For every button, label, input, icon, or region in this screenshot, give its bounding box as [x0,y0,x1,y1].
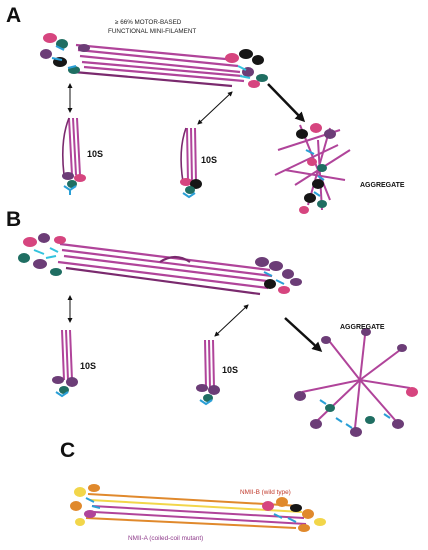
myosin-head [225,53,239,63]
panel-c: C [60,439,326,542]
filament-a-rods [73,43,245,88]
panel-a-header-line2: FUNCTIONAL MINI-FILAMENT [108,28,196,35]
panel-a-header-line1: ≥ 66% MOTOR-BASED [115,19,182,26]
filament-c-left-heads [70,484,101,526]
myosin-head [40,49,52,59]
panel-a: A ≥ 66% MOTOR-BASED FUNCTIONAL MINI-FILA… [6,4,405,214]
panel-b: B [6,208,418,437]
monomer-label-a-right: 10S [201,155,217,165]
aggregate-label-a: AGGREGATE [360,182,405,189]
myosin-head [256,74,268,82]
panel-a-letter: A [6,4,21,27]
bold-arrow-icon [284,317,323,353]
aggregate-a [274,123,351,214]
monomer-label-a-left: 10S [87,149,103,159]
myosin-head [252,55,264,65]
mini-filament-b [18,233,302,296]
myosin-head [43,33,57,43]
monomer-10s-b-right [196,339,220,406]
monomer-label-b-right: 10S [222,365,238,375]
monomer-10s-a-left [62,117,86,195]
mini-filament-c [70,484,326,532]
label-nmii-a-coiled-coil-mutant: NMII-A (coiled-coil mutant) [128,535,203,542]
panel-c-letter: C [60,439,75,462]
mini-filament-a [40,33,268,88]
myosin-head [78,44,90,52]
double-arrow-icon [197,91,233,125]
panel-b-letter: B [6,208,21,231]
filament-b-right-heads [255,257,302,294]
label-nmii-b-wild-type: NMII-B (wild type) [240,489,291,496]
aggregate-b [294,328,418,437]
monomer-10s-b-left [52,329,78,398]
filament-c-right-heads [262,497,326,532]
bold-arrow-icon [267,83,306,123]
filament-a-left-heads [40,33,90,74]
myosin-head [239,49,253,59]
aggregate-label-b: AGGREGATE [340,324,385,331]
filament-b-left-heads [18,233,66,276]
monomer-10s-a-right [180,127,202,199]
myosin-head [248,80,260,88]
monomer-label-b-left: 10S [80,361,96,371]
double-arrow-icon [214,304,249,337]
filament-a-right-heads [225,49,268,88]
